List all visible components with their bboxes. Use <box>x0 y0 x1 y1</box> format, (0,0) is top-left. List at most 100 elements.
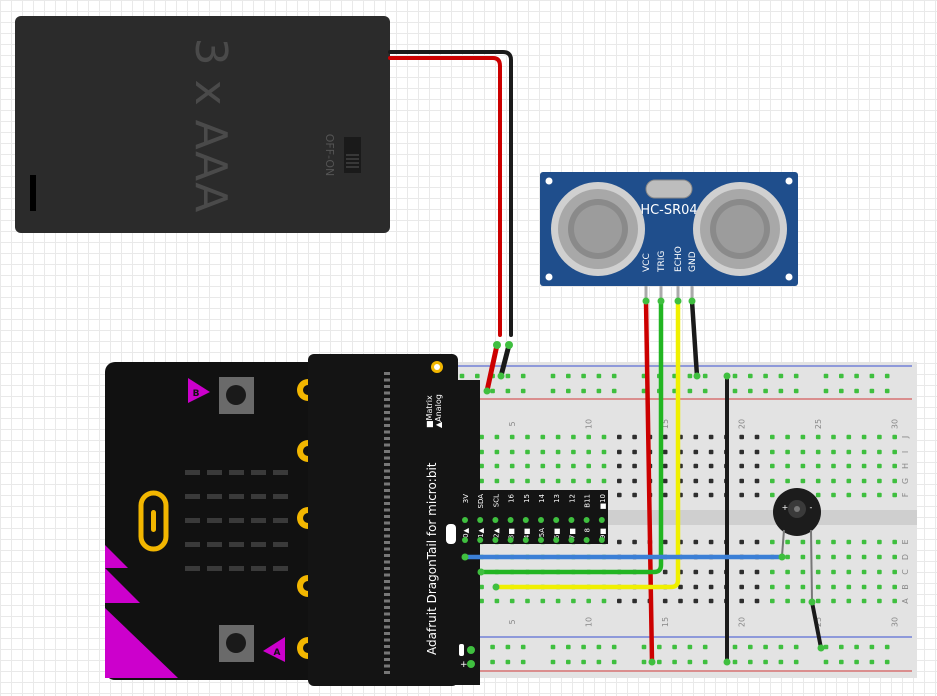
rail-hole[interactable] <box>778 644 784 650</box>
rail-hole[interactable] <box>793 373 799 379</box>
dragontail-pin[interactable] <box>507 537 514 543</box>
rail-hole[interactable] <box>763 373 768 379</box>
breadboard-hole[interactable] <box>785 449 790 455</box>
rail-hole[interactable] <box>687 659 693 665</box>
breadboard-hole[interactable] <box>708 569 714 575</box>
breadboard-hole[interactable] <box>662 478 668 484</box>
breadboard-hole[interactable] <box>892 569 897 575</box>
breadboard-hole[interactable] <box>846 598 852 604</box>
breadboard-hole[interactable] <box>846 584 852 590</box>
rail-hole[interactable] <box>581 659 586 665</box>
breadboard-hole[interactable] <box>846 539 852 545</box>
breadboard-hole[interactable] <box>877 434 882 440</box>
breadboard-hole[interactable] <box>754 478 760 484</box>
gnd-wire-black[interactable] <box>689 298 700 379</box>
dragontail-pin[interactable] <box>598 517 605 523</box>
breadboard-hole[interactable] <box>525 598 530 604</box>
rail-hole[interactable] <box>520 388 526 394</box>
breadboard-hole[interactable] <box>861 463 867 469</box>
breadboard-hole[interactable] <box>754 598 760 604</box>
breadboard-hole[interactable] <box>877 449 882 455</box>
breadboard-hole[interactable] <box>800 569 806 575</box>
dragontail-pin[interactable] <box>462 517 468 523</box>
breadboard-hole[interactable] <box>800 584 806 590</box>
dragontail-pin[interactable] <box>477 537 484 543</box>
breadboard-hole[interactable] <box>632 463 637 469</box>
breadboard-hole[interactable] <box>739 449 744 455</box>
breadboard-hole[interactable] <box>617 598 622 604</box>
breadboard-hole[interactable] <box>785 463 790 469</box>
rail-hole[interactable] <box>839 373 844 379</box>
rail-hole[interactable] <box>611 659 617 665</box>
dragontail-pin[interactable] <box>568 517 575 523</box>
breadboard-hole[interactable] <box>662 434 668 440</box>
breadboard-hole[interactable] <box>846 478 852 484</box>
breadboard-hole[interactable] <box>892 492 897 498</box>
breadboard-hole[interactable] <box>877 463 882 469</box>
rail-hole[interactable] <box>596 388 602 394</box>
rail-hole[interactable] <box>566 644 571 650</box>
breadboard-hole[interactable] <box>479 463 484 469</box>
rail-hole[interactable] <box>641 644 647 650</box>
breadboard-hole[interactable] <box>892 598 897 604</box>
breadboard-hole[interactable] <box>815 539 821 545</box>
rail-hole[interactable] <box>702 659 708 665</box>
rail-hole[interactable] <box>505 373 511 379</box>
breadboard-hole[interactable] <box>815 492 821 498</box>
rail-hole[interactable] <box>793 659 799 665</box>
battery-red-lead[interactable] <box>388 56 502 337</box>
breadboard-hole[interactable] <box>555 449 561 455</box>
breadboard-hole[interactable] <box>800 434 806 440</box>
breadboard-hole[interactable] <box>754 463 760 469</box>
breadboard-hole[interactable] <box>770 463 775 469</box>
breadboard-hole[interactable] <box>831 492 836 498</box>
rail-hole[interactable] <box>869 644 875 650</box>
breadboard-hole[interactable] <box>571 434 576 440</box>
breadboard-hole[interactable] <box>861 598 867 604</box>
breadboard-hole[interactable] <box>662 539 668 545</box>
sensor-pin[interactable] <box>676 286 680 300</box>
dragontail-pin[interactable] <box>583 537 590 543</box>
breadboard-hole[interactable] <box>815 554 821 560</box>
breadboard-hole[interactable] <box>693 492 699 498</box>
dragontail-pin[interactable] <box>522 517 529 523</box>
breadboard-hole[interactable] <box>754 569 760 575</box>
breadboard-hole[interactable] <box>494 478 500 484</box>
rail-hole[interactable] <box>793 644 799 650</box>
breadboard-hole[interactable] <box>509 463 515 469</box>
breadboard-hole[interactable] <box>601 434 607 440</box>
breadboard-hole[interactable] <box>815 434 821 440</box>
breadboard-hole[interactable] <box>877 492 882 498</box>
breadboard-hole[interactable] <box>739 569 744 575</box>
rail-hole[interactable] <box>869 373 875 379</box>
breadboard-hole[interactable] <box>770 478 775 484</box>
rail-hole[interactable] <box>641 388 647 394</box>
breadboard-hole[interactable] <box>831 434 836 440</box>
rail-hole[interactable] <box>869 388 875 394</box>
breadboard-hole[interactable] <box>540 463 546 469</box>
breadboard-hole[interactable] <box>892 584 897 590</box>
breadboard-hole[interactable] <box>632 598 637 604</box>
rail-hole[interactable] <box>672 644 677 650</box>
breadboard-hole[interactable] <box>739 434 744 440</box>
breadboard-hole[interactable] <box>540 434 546 440</box>
breadboard-hole[interactable] <box>678 584 683 590</box>
rail-hole[interactable] <box>687 373 693 379</box>
breadboard-hole[interactable] <box>785 584 790 590</box>
breadboard-hole[interactable] <box>739 478 744 484</box>
breadboard-hole[interactable] <box>892 449 897 455</box>
breadboard-hole[interactable] <box>877 539 882 545</box>
breadboard-hole[interactable] <box>617 492 622 498</box>
breadboard-hole[interactable] <box>892 478 897 484</box>
breadboard-hole[interactable] <box>861 434 867 440</box>
battery-black-jumper[interactable] <box>498 342 512 379</box>
dragontail-pin[interactable] <box>553 537 560 543</box>
trig-wire-green[interactable] <box>478 298 664 575</box>
breadboard-hole[interactable] <box>739 598 744 604</box>
breadboard-hole[interactable] <box>693 584 699 590</box>
rail-hole[interactable] <box>490 644 495 650</box>
breadboard-hole[interactable] <box>861 554 867 560</box>
breadboard-hole[interactable] <box>708 492 714 498</box>
breadboard-hole[interactable] <box>525 449 530 455</box>
rail-hole[interactable] <box>748 388 753 394</box>
